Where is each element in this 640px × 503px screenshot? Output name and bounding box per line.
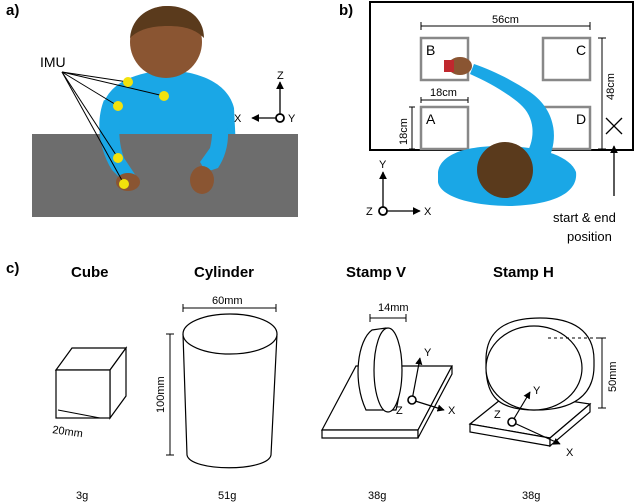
panel-b-axis-x-label: X <box>424 206 432 218</box>
object-weight-stamp-h: 38g <box>522 490 540 502</box>
width-dimension-label: 56cm <box>492 14 519 26</box>
stamp-v-axis-y-label: Y <box>424 347 432 359</box>
start-end-label-line2: position <box>567 229 612 244</box>
box-width-dimension-label: 18cm <box>430 87 457 99</box>
panel-b-axes <box>378 171 421 216</box>
start-end-label-line1: start & end <box>553 210 616 225</box>
stamp-h-axis-z-label: Z <box>494 409 501 421</box>
height-dimension-label: 48cm <box>605 73 617 100</box>
stamp-h-axes <box>507 391 561 445</box>
box-label-c: C <box>576 42 586 58</box>
person-top-arm <box>470 64 554 164</box>
table-surface <box>32 134 298 217</box>
imu-leader-lines <box>61 71 165 185</box>
imu-dot-chest <box>159 91 169 101</box>
object-in-box-b <box>444 60 454 72</box>
stamp-v-axis-x-label: X <box>448 405 456 417</box>
panel-a-label: a) <box>6 2 19 19</box>
person-right-hand <box>190 166 214 194</box>
cylinder-height-label: 100mm <box>155 376 167 413</box>
cylinder-diameter-label: 60mm <box>212 295 243 307</box>
start-end-marker <box>605 117 623 196</box>
person-left-arm <box>99 100 136 184</box>
axis-z-label: Z <box>277 70 284 82</box>
cylinder-drawing <box>182 313 278 469</box>
cylinder-diameter-dimension <box>182 304 277 312</box>
stamp-h-drawing <box>468 317 595 448</box>
object-title-cylinder: Cylinder <box>194 264 254 281</box>
box-b <box>419 36 470 82</box>
panel-a-axes <box>251 81 285 123</box>
imu-label: IMU <box>40 54 66 70</box>
box-label-d: D <box>576 111 586 127</box>
box-width-dimension <box>420 97 469 103</box>
person-hair <box>130 6 204 38</box>
stamp-h-axis-y-label: Y <box>533 385 541 397</box>
object-title-stamp-h: Stamp H <box>493 264 554 281</box>
person-top-head <box>477 142 533 198</box>
panel-a: a) IMU <box>6 2 298 217</box>
object-weight-cylinder: 51g <box>218 490 236 502</box>
stamp-v-dimension-label: 14mm <box>378 302 409 314</box>
panel-c: c) Cube Cylinder Stamp V Stamp H 3g 51g … <box>6 260 619 502</box>
stamp-h-axis-x-label: X <box>566 447 574 459</box>
stamp-v-axes <box>407 357 445 412</box>
imu-dot-hand <box>119 179 129 189</box>
panel-b-axis-y-label: Y <box>379 159 387 171</box>
object-title-cube: Cube <box>71 264 109 281</box>
height-dimension <box>598 37 606 150</box>
object-weight-cube: 3g <box>76 490 88 502</box>
person-right-arm <box>200 104 229 172</box>
box-height-dimension-label: 18cm <box>398 118 410 145</box>
imu-dot-forearm <box>113 153 123 163</box>
width-dimension <box>420 22 591 30</box>
stamp-v-dimension <box>369 314 407 322</box>
imu-dot-upper-arm <box>113 101 123 111</box>
object-title-stamp-v: Stamp V <box>346 264 406 281</box>
imu-dot-shoulder <box>123 77 133 87</box>
box-height-dimension <box>409 106 415 150</box>
panel-b-axis-z-label: Z <box>366 206 373 218</box>
stamp-h-dimension <box>548 337 606 409</box>
panel-b: b) A B C D 56cm 48cm <box>339 1 634 244</box>
axis-x-label: X <box>234 113 242 125</box>
axis-y-label: Y <box>288 113 296 125</box>
box-label-b: B <box>426 42 435 58</box>
imu-sensors <box>113 77 169 189</box>
box-label-a: A <box>426 111 436 127</box>
cube-dimension <box>57 409 101 419</box>
stamp-h-dimension-label: 50mm <box>607 361 619 392</box>
panel-b-label: b) <box>339 2 353 19</box>
stamp-v-drawing <box>321 327 453 439</box>
cube-drawing <box>54 346 128 420</box>
stamp-v-axis-z-label: Z <box>396 405 403 417</box>
cylinder-height-dimension <box>166 333 174 456</box>
cube-dimension-label: 20mm <box>52 424 84 440</box>
object-weight-stamp-v: 38g <box>368 490 386 502</box>
box-c <box>541 36 592 82</box>
panel-c-label: c) <box>6 260 19 277</box>
box-a <box>419 105 470 151</box>
